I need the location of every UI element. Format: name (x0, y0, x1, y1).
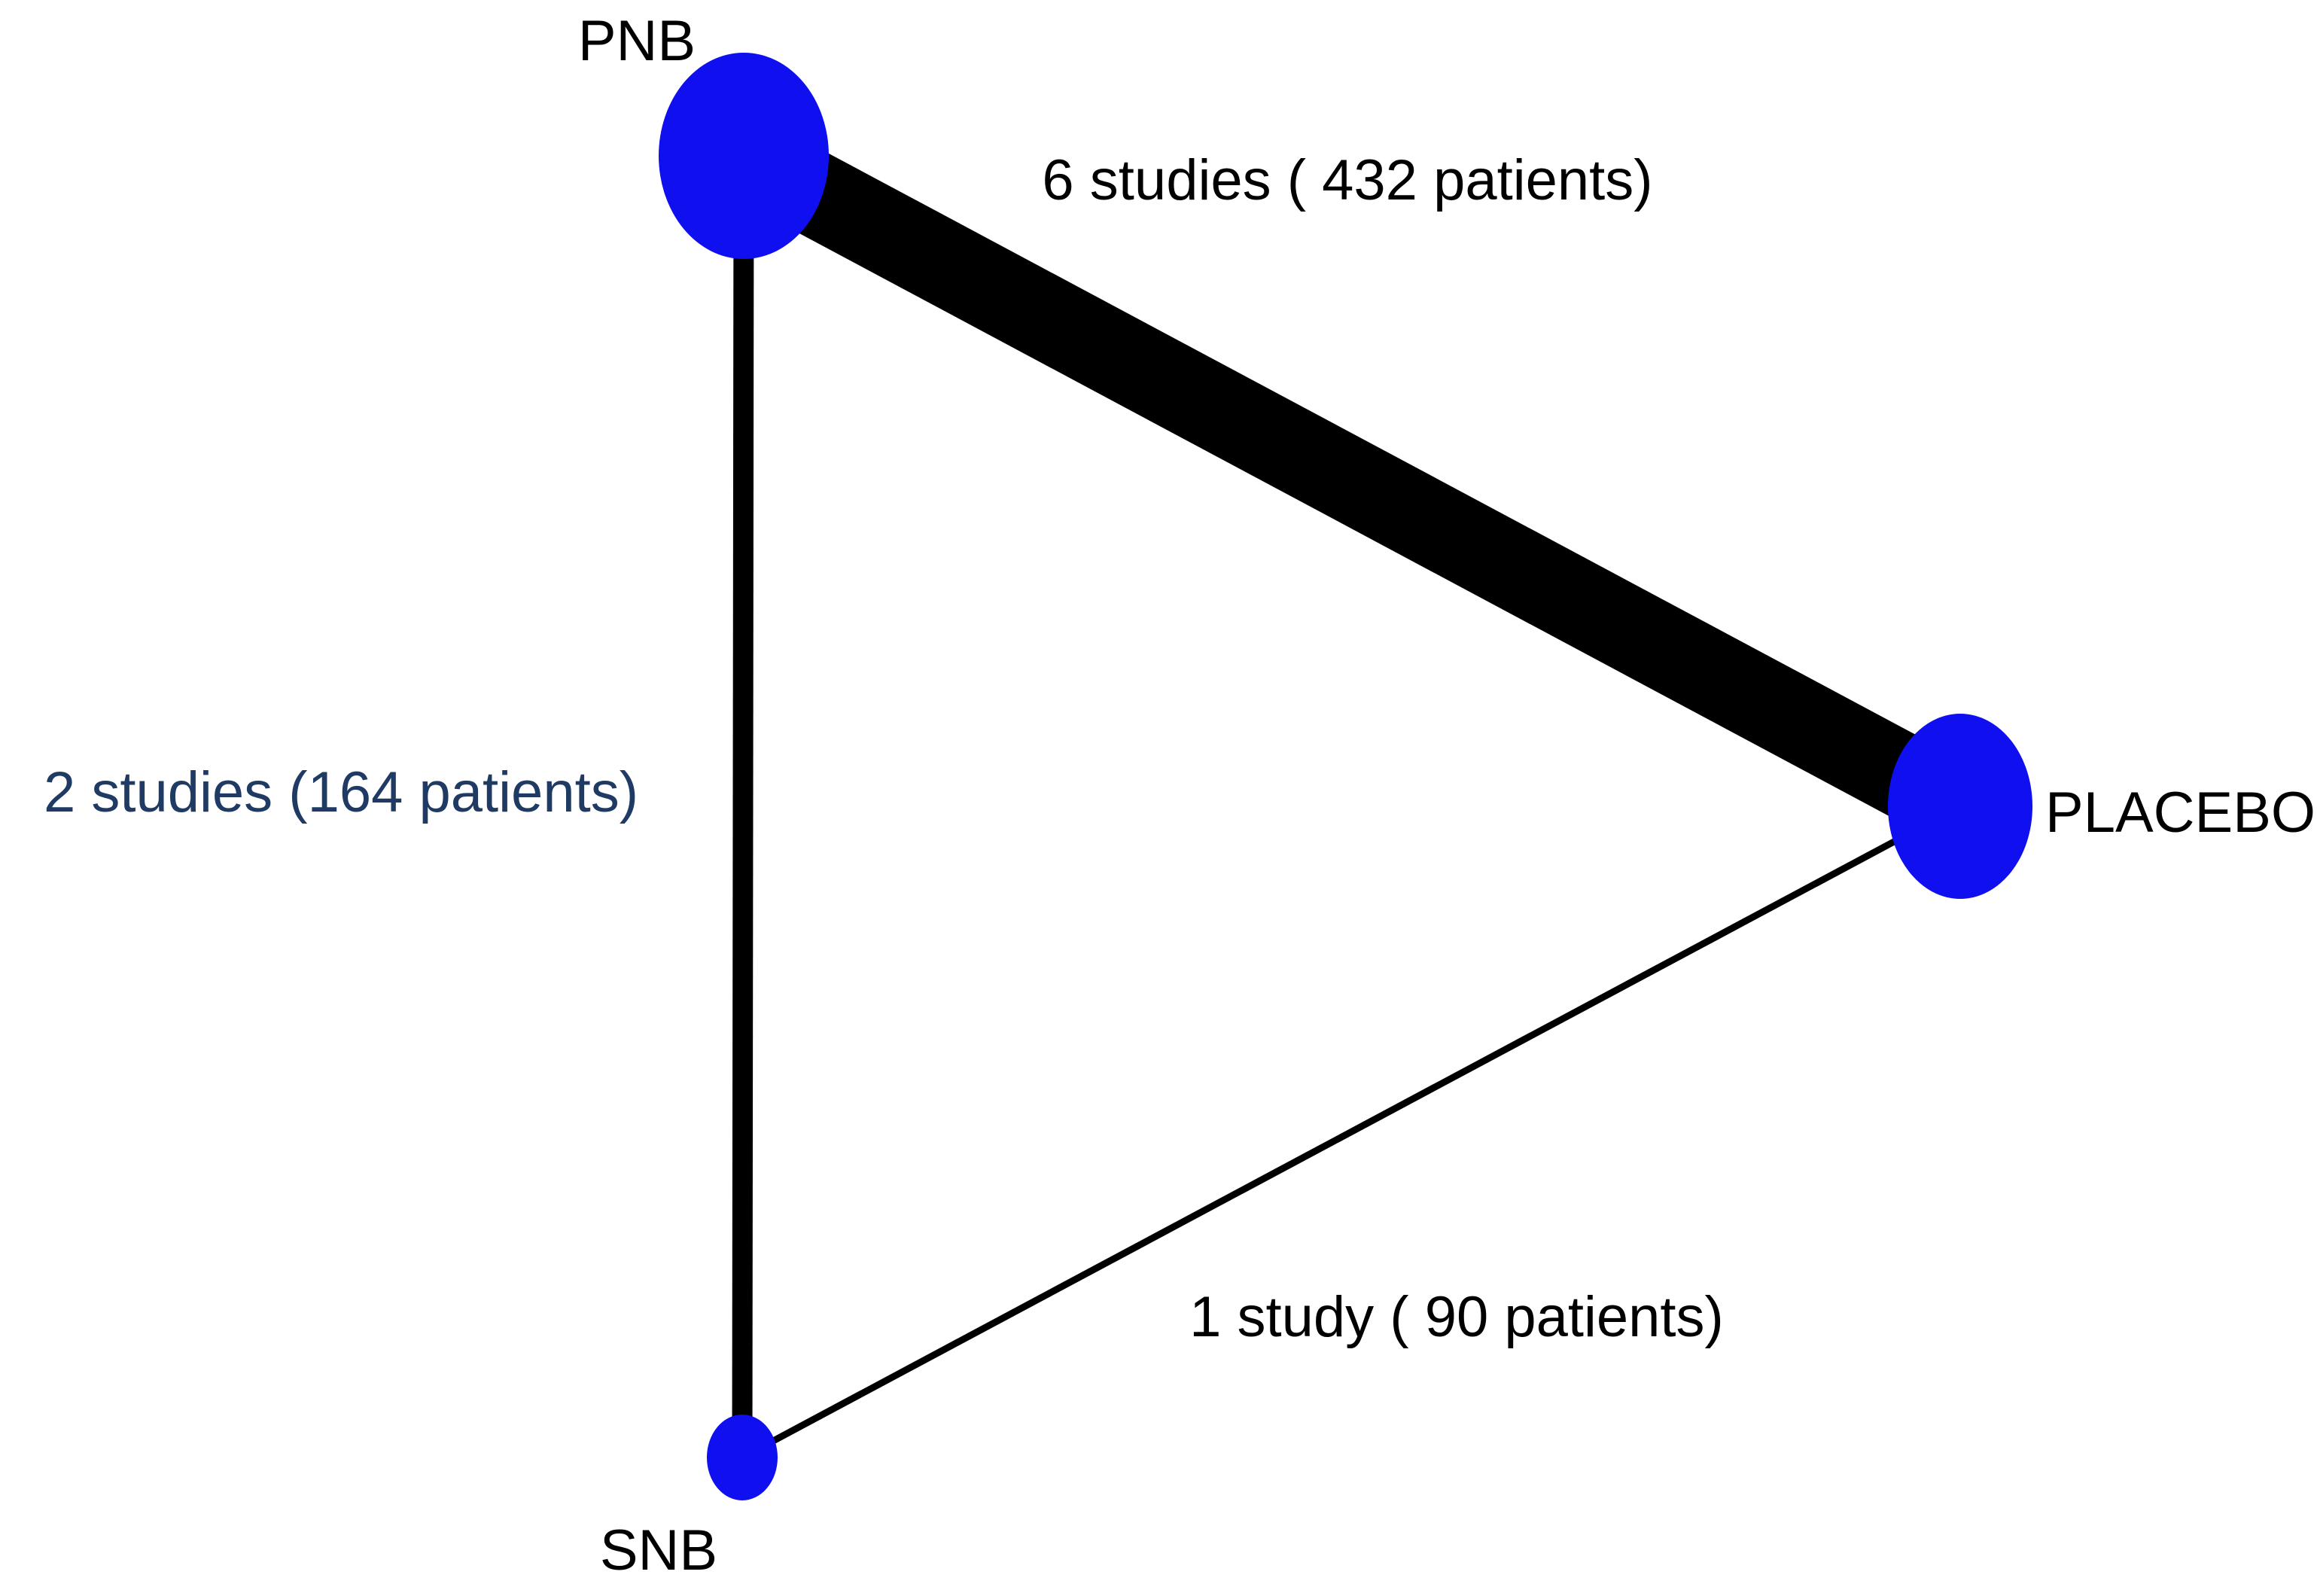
edge-label-pnb-snb: 2 studies (164 patients) (44, 760, 638, 824)
node-pnb (659, 53, 829, 259)
edge-label-snb-placebo: 1 study ( 90 patients) (1189, 1285, 1724, 1349)
edge-pnb-placebo (723, 118, 1981, 844)
node-label-placebo: PLACEBO (2045, 781, 2315, 845)
edge-label-pnb-placebo: 6 studies ( 432 patients) (1042, 148, 1652, 212)
node-placebo (1888, 714, 2032, 899)
node-label-pnb: PNB (578, 9, 696, 73)
edge-pnb-snb (732, 155, 754, 1458)
node-snb (707, 1415, 778, 1500)
node-label-snb: SNB (600, 1518, 717, 1582)
edge-snb-placebo (740, 803, 1962, 1460)
